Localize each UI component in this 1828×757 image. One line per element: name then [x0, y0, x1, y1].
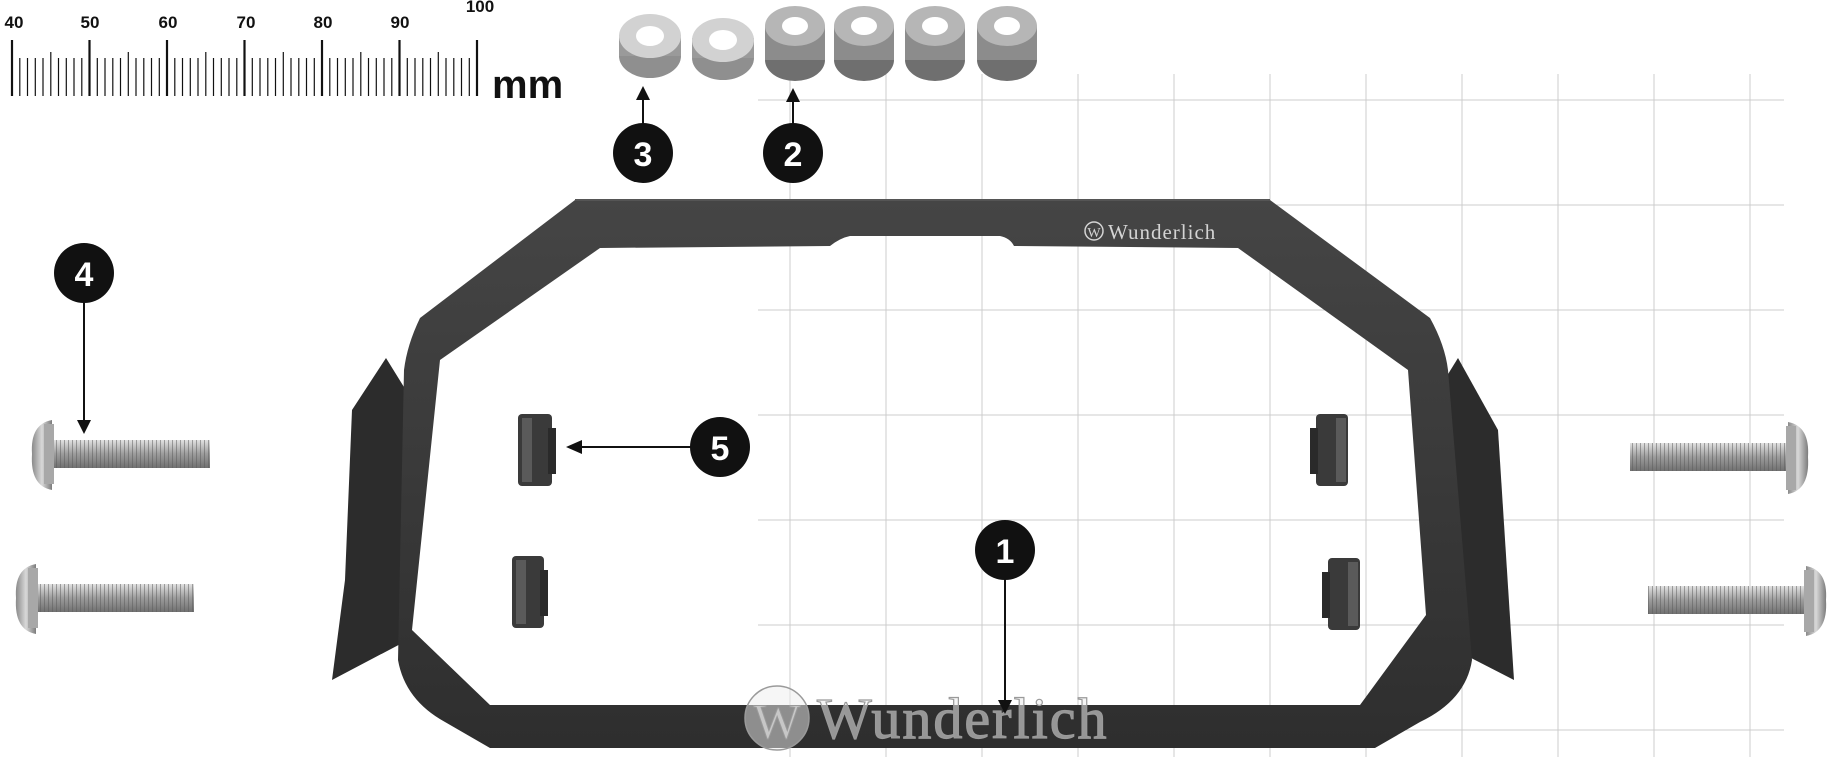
background-grid: [758, 74, 1784, 757]
callout-4-number: 4: [75, 256, 94, 294]
wunderlich-logo-icon: W: [744, 685, 810, 751]
spacer-icon: [905, 6, 965, 81]
bolt-icon: [1630, 422, 1809, 494]
bolt-icon: [1648, 566, 1827, 636]
ruler-ticks: [10, 40, 479, 96]
watermark: W Wunderlich: [744, 685, 1108, 752]
hex-nut-icon: [1322, 558, 1360, 630]
callout-1: 1: [975, 520, 1035, 580]
callout-2-number: 2: [784, 136, 803, 174]
svg-text:W: W: [1087, 226, 1101, 241]
ruler-tick-label-80: 80: [314, 13, 333, 32]
hex-nut-icon: [512, 556, 548, 628]
ruler-tick-label-90: 90: [391, 13, 410, 32]
watermark-text: Wunderlich: [817, 686, 1108, 751]
spacer-icon: [619, 14, 681, 78]
ruler-tick-label-60: 60: [159, 13, 178, 32]
bolt-icon: [15, 564, 194, 634]
spacers: [619, 6, 1037, 81]
callout-5-number: 5: [711, 430, 730, 468]
callout-3-number: 3: [634, 136, 653, 174]
ruler-tick-label-70: 70: [237, 13, 256, 32]
spacer-icon: [977, 6, 1037, 81]
spacer-icon: [692, 18, 754, 80]
spacer-icon: [834, 6, 894, 81]
measurement-ruler: 40 50 60 70 80 90 100 mm: [5, 0, 564, 107]
frame-logo-text: Wunderlich: [1108, 220, 1216, 244]
ruler-unit-label: mm: [492, 63, 563, 107]
ruler-tick-label-50: 50: [81, 13, 100, 32]
display-frame: [332, 199, 1514, 748]
callout-2: 2: [763, 123, 823, 183]
hex-nut-icon: [518, 414, 556, 486]
hex-nut-icon: [1310, 414, 1348, 486]
callout-arrows: [77, 86, 1012, 714]
ruler-tick-label-100: 100: [466, 0, 494, 16]
callout-4: 4: [54, 243, 114, 303]
bolt-icon: [31, 420, 210, 490]
callout-5: 5: [690, 417, 750, 477]
ruler-tick-label-40: 40: [5, 13, 24, 32]
callout-3: 3: [613, 123, 673, 183]
wunderlich-logo-icon: W: [1084, 221, 1104, 241]
frame-logo: W Wunderlich: [1084, 220, 1216, 244]
spacer-icon: [765, 6, 825, 81]
callout-1-number: 1: [996, 533, 1015, 571]
svg-text:W: W: [753, 693, 801, 749]
